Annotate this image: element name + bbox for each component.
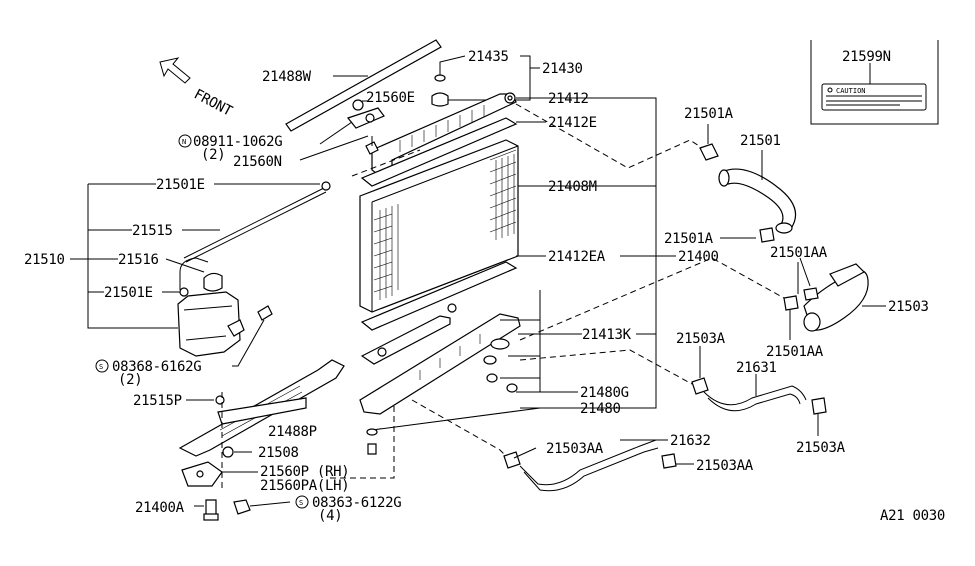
label-21480G: 21480G: [580, 385, 629, 401]
gasket-21412EA: [360, 261, 518, 331]
screw-prefix-08368: S: [99, 363, 103, 371]
label-21488P: 21488P: [268, 424, 317, 440]
label-21631: 21631: [736, 360, 777, 376]
upper-hose-21501: [699, 143, 797, 243]
lower-hose-21503: [783, 263, 869, 332]
caution-label-box: [810, 40, 939, 125]
reservoir-bracket: [178, 359, 345, 487]
label-21515: 21515: [132, 223, 173, 239]
label-08911-qty: (2): [201, 147, 225, 163]
bolt-21560N: [365, 136, 379, 155]
front-arrow-icon: [159, 57, 191, 84]
lower-tank-21413K: [359, 303, 521, 415]
label-21488W: 21488W: [262, 69, 312, 85]
label-21501E-bot: 21501E: [104, 285, 153, 301]
label-08363-6122G: 08363-6122G: [312, 495, 401, 511]
screw-symbol-icon-08363: [295, 495, 309, 509]
seal-strip-21488W: [285, 39, 442, 132]
label-21400: 21400: [678, 249, 719, 265]
label-08368-6162G: 08368-6162G: [112, 359, 201, 375]
label-21413K: 21413K: [582, 327, 632, 343]
label-21501AA-top: 21501AA: [770, 245, 828, 261]
label-21510: 21510: [24, 252, 65, 268]
label-21501AA-bot: 21501AA: [766, 344, 824, 360]
reservoir-tank-21510: [177, 272, 245, 357]
screw-08368: [257, 305, 273, 321]
radiator-cap: [431, 74, 449, 107]
drain-plug: [366, 428, 378, 455]
nut-symbol-icon: [178, 134, 192, 148]
label-21516: 21516: [118, 252, 159, 268]
label-21503A-bot: 21503A: [796, 440, 846, 456]
label-08368-qty: (2): [118, 372, 142, 388]
bolt-21560E: [346, 99, 385, 129]
label-21501A-top: 21501A: [684, 106, 734, 122]
screw-symbol-icon-08368: [95, 359, 109, 373]
label-21560N: 21560N: [233, 154, 282, 170]
label-21480: 21480: [580, 401, 621, 417]
label-21503AA-right: 21503AA: [696, 458, 754, 474]
bolt-21400A: [203, 499, 219, 521]
label-21400A: 21400A: [135, 500, 185, 516]
label-21508: 21508: [258, 445, 299, 461]
clip-21515P: [215, 395, 225, 405]
label-21412: 21412: [548, 91, 589, 107]
label-21501E-top: 21501E: [156, 177, 205, 193]
label-21501: 21501: [740, 133, 781, 149]
gasket-21412E: [360, 117, 518, 187]
overflow-hose-21515: [179, 181, 331, 297]
label-21412E: 21412E: [548, 115, 597, 131]
nut-prefix: N: [182, 138, 186, 146]
label-21515P: 21515P: [133, 393, 182, 409]
label-21632: 21632: [670, 433, 711, 449]
grommet-21508: [222, 446, 234, 458]
label-21503AA-left: 21503AA: [546, 441, 604, 457]
reference-code: A21 0030: [880, 508, 945, 524]
hose-21631: [691, 377, 827, 415]
label-21408M: 21408M: [548, 179, 597, 195]
label-08363-qty: (4): [318, 508, 342, 524]
label-21503A-top: 21503A: [676, 331, 726, 347]
label-21501A-mid: 21501A: [664, 231, 714, 247]
label-21560P: 21560P (RH): [260, 464, 349, 480]
front-label: FRONT: [191, 86, 235, 120]
label-21560E: 21560E: [366, 90, 415, 106]
label-21599N: 21599N: [842, 49, 891, 65]
label-21560PA: 21560PA(LH): [260, 478, 349, 494]
hose-21632: [503, 439, 677, 492]
label-21503: 21503: [888, 299, 929, 315]
label-08911-1062G: 08911-1062G: [193, 134, 282, 150]
label-21430: 21430: [542, 61, 583, 77]
caution-text: CAUTION: [836, 87, 866, 95]
screw-prefix-08363: S: [299, 499, 303, 507]
label-21412EA: 21412EA: [548, 249, 606, 265]
screw-08363: [233, 499, 251, 515]
label-21435: 21435: [468, 49, 509, 65]
